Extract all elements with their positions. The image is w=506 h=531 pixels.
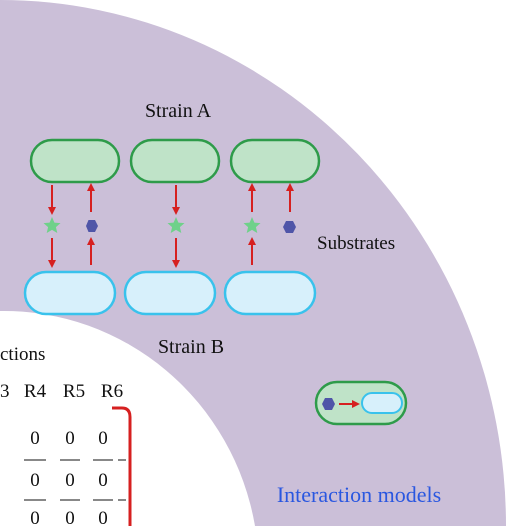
matrix-cell: 0	[98, 428, 108, 449]
inner-circle	[0, 310, 255, 526]
strain-a-cell-2	[129, 138, 221, 184]
column-header-3: R5	[63, 381, 85, 402]
interaction-model-icon	[314, 380, 408, 426]
matrix-cell: 0	[30, 508, 40, 526]
matrix-bracket	[112, 406, 132, 526]
hexagon-icon	[86, 220, 98, 232]
column-header-1: 3	[0, 381, 10, 402]
matrix-cell: 0	[65, 508, 75, 526]
star-icon	[43, 217, 61, 233]
strain-a-cell-1	[29, 138, 121, 184]
matrix-cell: 0	[98, 508, 108, 526]
matrix-cell: 0	[30, 428, 40, 449]
matrix-cell: 0	[65, 470, 75, 491]
matrix-cell: 0	[98, 470, 108, 491]
column-header-4: R6	[101, 381, 123, 402]
column-header-2: R4	[24, 381, 47, 402]
substrates-label: Substrates	[317, 233, 395, 254]
hexagon-icon	[322, 398, 335, 410]
strain-b-cell-3	[223, 270, 317, 316]
interaction-models-title: Interaction models	[277, 482, 441, 507]
strain-a-cell-3	[229, 138, 321, 184]
strain-b-cell-2	[123, 270, 217, 316]
star-icon	[167, 217, 185, 233]
strain-b-cell-1	[23, 270, 117, 316]
hexagon-icon	[283, 221, 296, 233]
strain-a-label: Strain A	[145, 100, 212, 122]
matrix-dividers	[24, 459, 126, 501]
matrix-cell: 0	[30, 470, 40, 491]
strain-b-label: Strain B	[158, 336, 224, 358]
star-icon	[243, 217, 261, 233]
reactions-heading: ctions	[0, 344, 45, 365]
matrix-cell: 0	[65, 428, 75, 449]
